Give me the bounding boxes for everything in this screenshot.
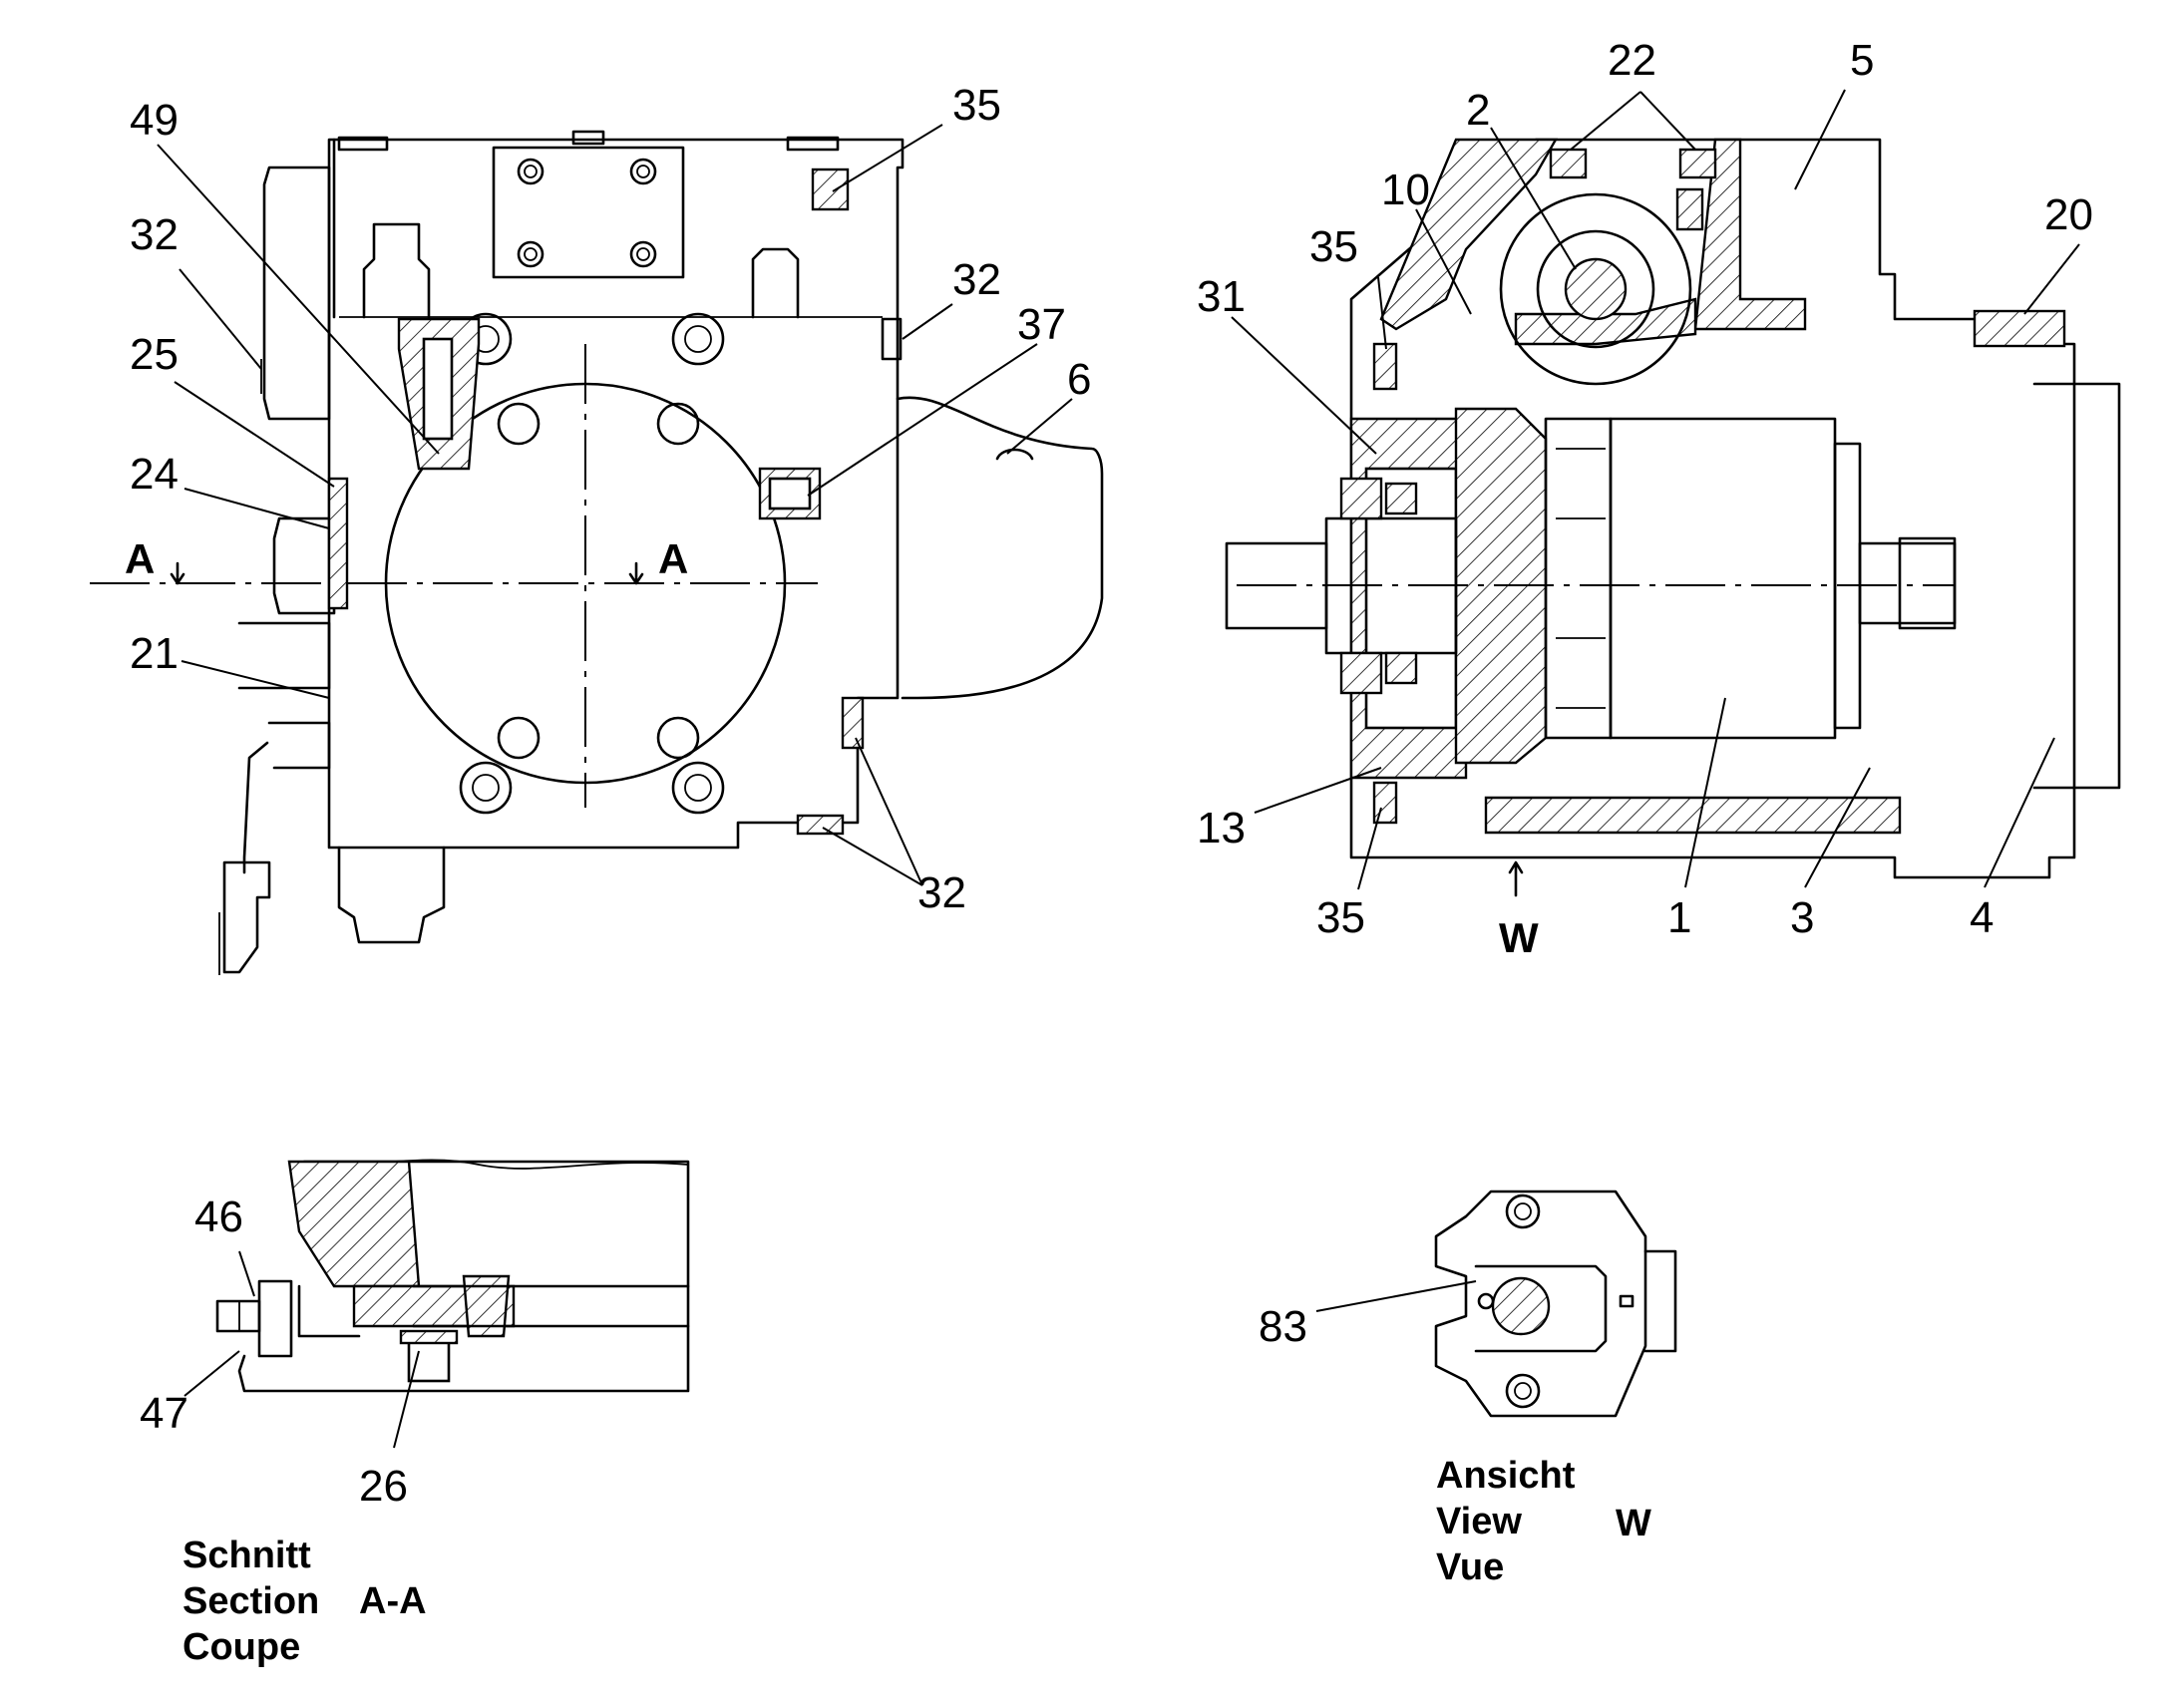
callout-labels: 49 35 32 32 37 25 6 24 21 32 22 5 2 10 3… [130, 36, 2093, 1511]
callout-10: 10 [1381, 166, 1430, 214]
callout-25: 25 [130, 330, 179, 379]
callout-26: 26 [359, 1462, 408, 1511]
caption-schnitt: Schnitt [182, 1535, 311, 1576]
callout-1: 1 [1667, 893, 1691, 942]
caption-section: Section [182, 1580, 319, 1622]
callout-24: 24 [130, 450, 179, 499]
caption-view-id: W [1616, 1503, 1651, 1544]
callout-32: 32 [130, 210, 179, 259]
callout-6: 6 [1067, 355, 1091, 404]
section-a-a [215, 1159, 690, 1393]
callout-22: 22 [1608, 36, 1656, 85]
callout-4: 4 [1970, 893, 1994, 942]
callout-46: 46 [194, 1193, 243, 1241]
section-markers: A A W [125, 535, 1539, 961]
callout-20: 20 [2044, 190, 2093, 239]
view-w [1434, 1190, 1677, 1418]
callout-5: 5 [1850, 36, 1874, 85]
caption-view: View [1436, 1501, 1522, 1542]
callout-37: 37 [1017, 300, 1066, 349]
view-marker-w: W [1499, 914, 1539, 961]
callout-35: 35 [1309, 222, 1358, 271]
callout-49: 49 [130, 96, 179, 145]
callout-13: 13 [1197, 804, 1246, 853]
callout-35: 35 [1316, 893, 1365, 942]
front-view [90, 130, 1104, 975]
callout-31: 31 [1197, 272, 1246, 321]
callout-83: 83 [1259, 1302, 1307, 1351]
callout-21: 21 [130, 629, 179, 678]
callout-32: 32 [917, 868, 966, 917]
caption-ansicht: Ansicht [1436, 1455, 1576, 1497]
section-caption: Schnitt Section Coupe A-A [182, 1535, 427, 1668]
side-section-view [1225, 138, 2121, 897]
callout-32: 32 [952, 255, 1001, 304]
callout-3: 3 [1790, 893, 1814, 942]
leader-lines [157, 89, 2080, 1449]
section-marker-a-right: A [658, 535, 688, 582]
callout-35: 35 [952, 81, 1001, 130]
view-caption: Ansicht View Vue W [1436, 1455, 1651, 1588]
section-marker-a-left: A [125, 535, 155, 582]
callout-2: 2 [1466, 86, 1490, 135]
caption-vue: Vue [1436, 1546, 1504, 1588]
caption-section-id: A-A [359, 1580, 427, 1622]
callout-47: 47 [140, 1389, 188, 1438]
caption-coupe: Coupe [182, 1626, 300, 1668]
